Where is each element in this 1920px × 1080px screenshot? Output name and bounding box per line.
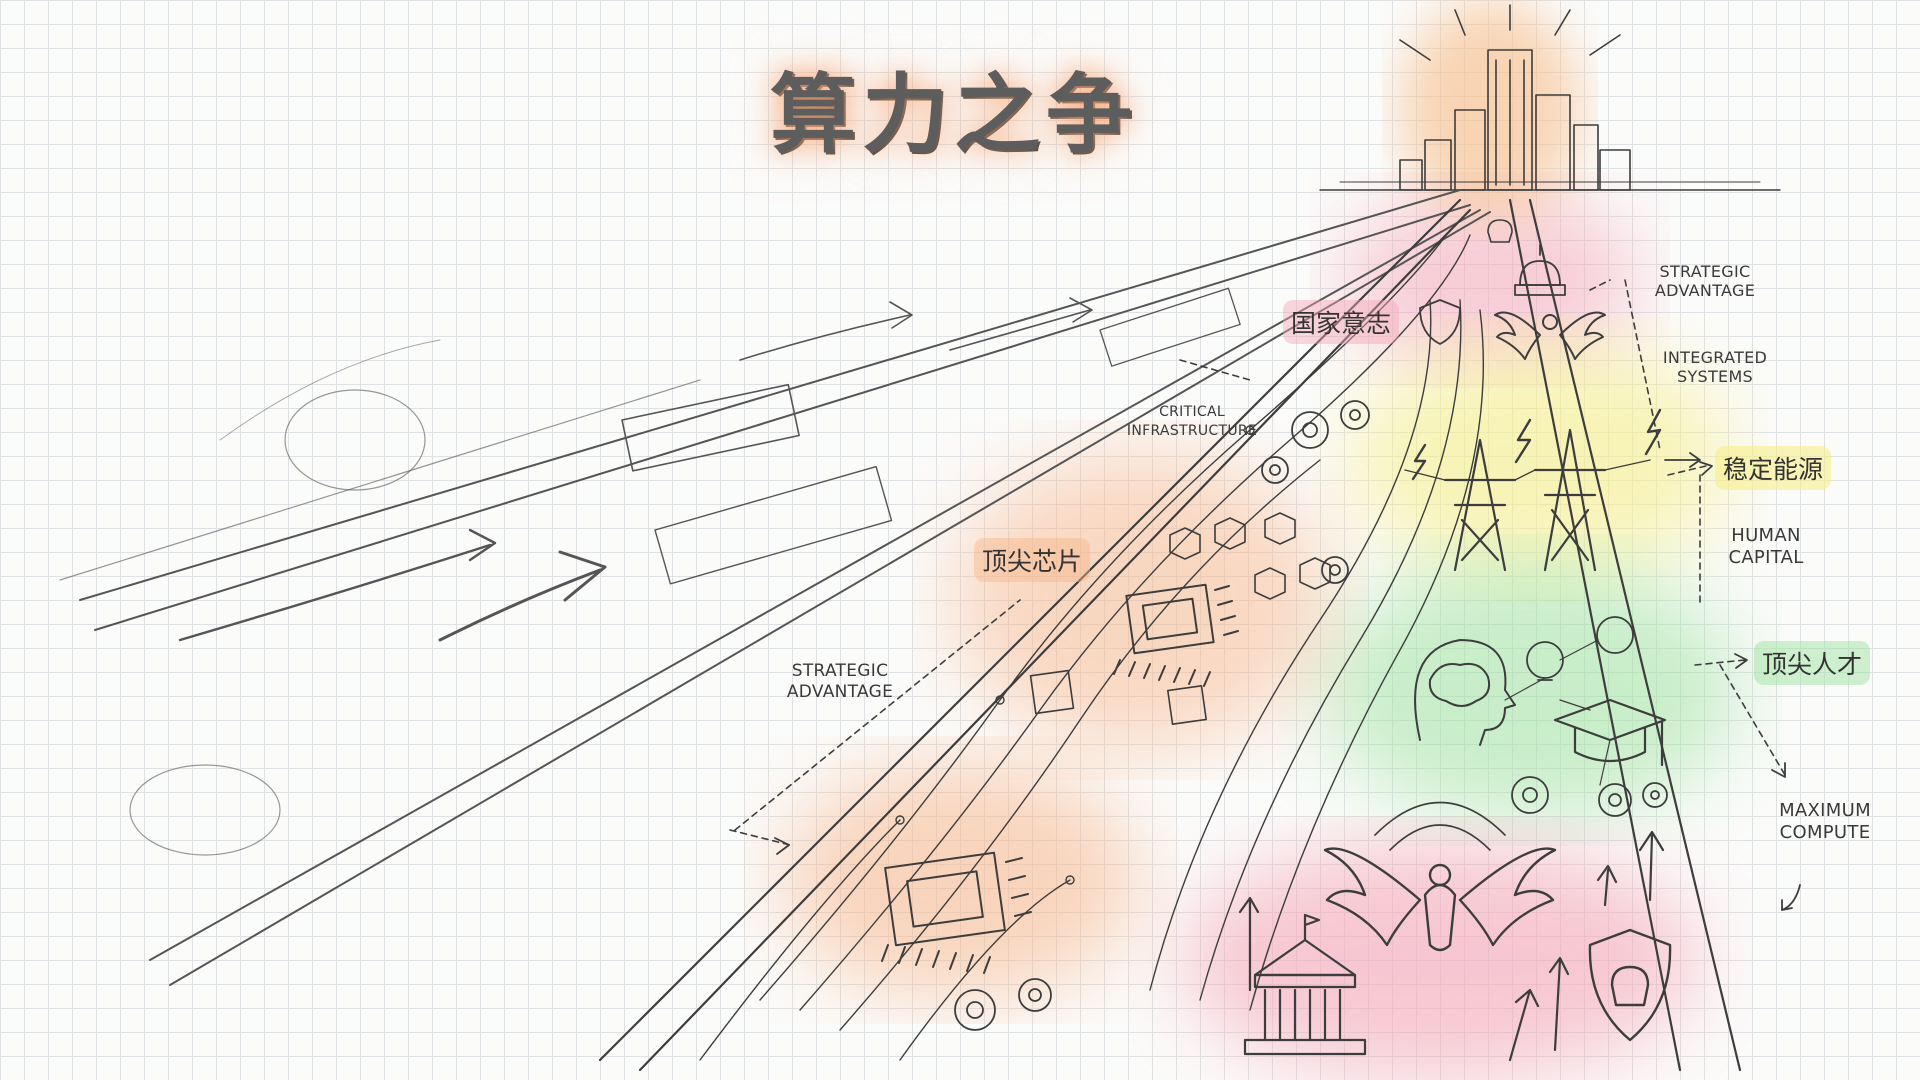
label-top-talent: 顶尖人才 — [1754, 641, 1871, 685]
chip-icon — [881, 851, 1032, 974]
city-skyline-icon — [1319, 4, 1781, 191]
annotation-integrated-systems: INTEGRATED SYSTEMS — [1662, 348, 1768, 386]
label-stable-energy: 稳定能源 — [1715, 446, 1832, 490]
eagle-icon — [1323, 801, 1557, 952]
annotation-arrowheads — [774, 452, 1801, 911]
tech-road-edges — [598, 198, 1742, 1072]
capitol-icon — [1514, 244, 1566, 296]
power-tower-icon — [1404, 428, 1651, 572]
label-national-will: 国家意志 — [1283, 300, 1400, 344]
eagle-icon — [1494, 311, 1606, 360]
label-top-chips: 顶尖芯片 — [974, 538, 1091, 582]
left-road-sketch — [59, 189, 1491, 986]
chip-icon — [1029, 669, 1208, 726]
fist-icon — [1487, 219, 1672, 1042]
annotation-maximum-compute: MAXIMUM COMPUTE — [1779, 800, 1871, 843]
annotation-human-capital: HUMAN CAPITAL — [1728, 525, 1804, 568]
page-title: 算力之争 — [770, 65, 1138, 165]
gear-icon — [954, 400, 1668, 1031]
annotation-critical-infrastructure: CRITICAL INFRASTRUCTURE — [1126, 404, 1258, 439]
chip-icon — [1113, 583, 1239, 687]
glow-chips-lower — [780, 760, 1140, 1000]
glow-energy — [1350, 340, 1730, 580]
brain-head-icon — [1414, 639, 1516, 746]
annotation-strategic-advantage-top: STRATEGIC ADVANTAGE — [1654, 262, 1756, 300]
upward-arrows — [1238, 830, 1665, 1062]
glow-national-will-top — [1340, 190, 1640, 370]
capitol-icon — [1243, 913, 1367, 1056]
glow-national-will-bottom — [1180, 840, 1700, 1080]
glow-city — [1400, 0, 1580, 220]
annotation-strategic-advantage-left: STRATEGIC ADVANTAGE — [786, 661, 894, 702]
glow-chips-upper — [950, 450, 1330, 750]
graduation-cap-icon — [1553, 698, 1667, 767]
annotation-arrows — [729, 279, 1786, 846]
glow-talent — [1320, 560, 1740, 820]
shield-icon — [1419, 299, 1461, 345]
talent-network — [1504, 639, 1611, 786]
